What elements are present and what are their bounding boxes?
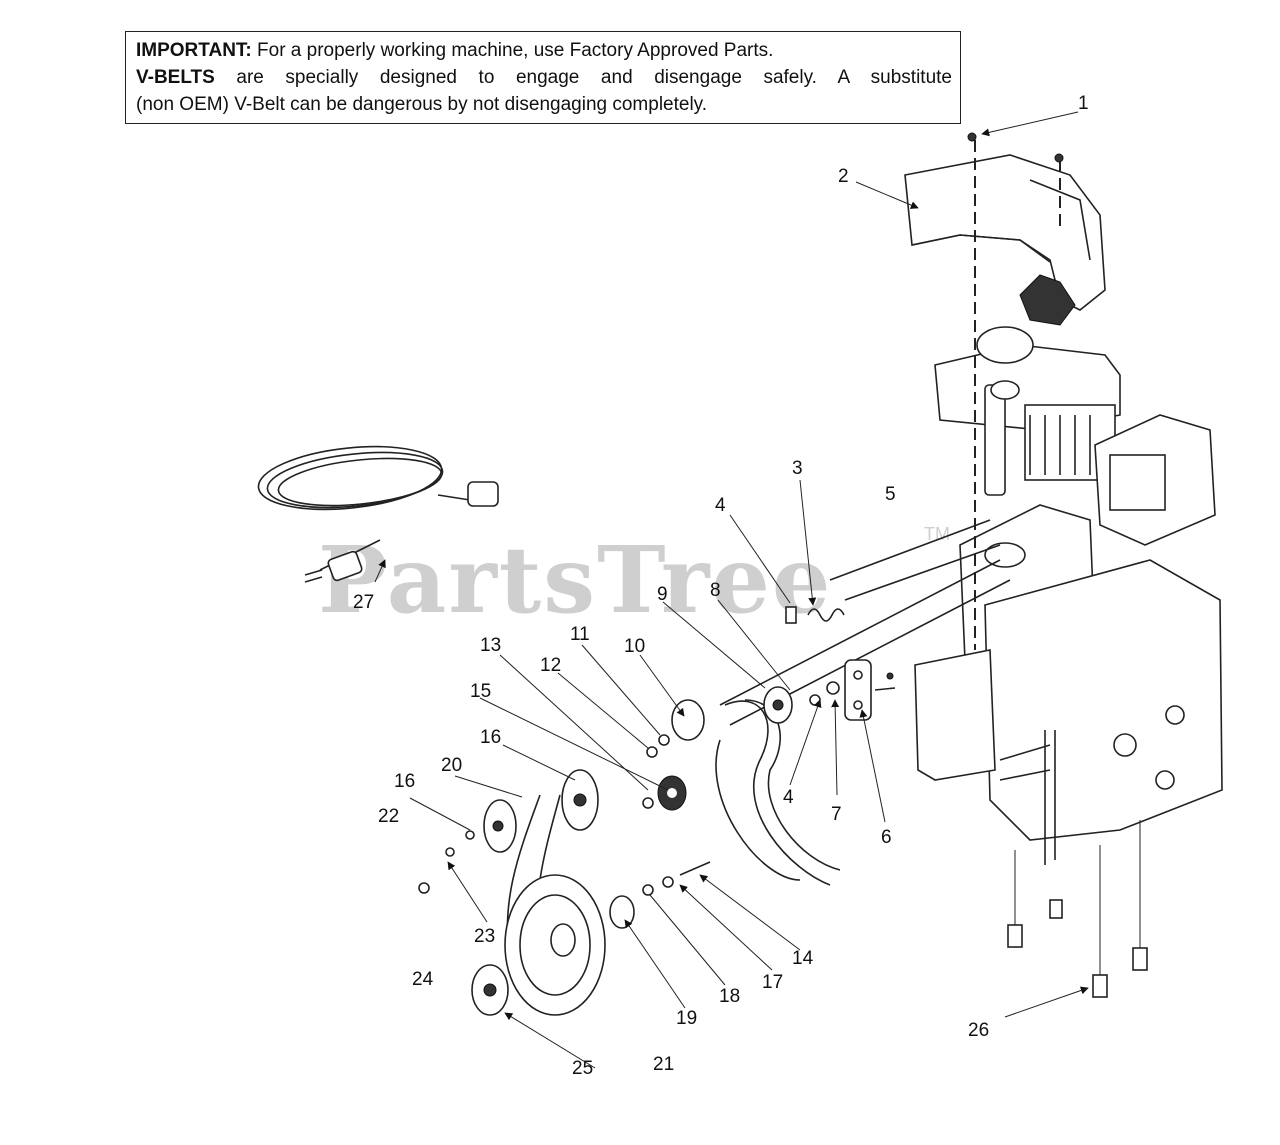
callout-6: 6 [881,827,892,848]
engine-frame-assembly [904,154,1223,865]
callout-12: 12 [540,655,561,676]
electric-starter-cord [257,445,499,583]
callout-18: 18 [719,986,740,1007]
callout-1: 1 [1078,93,1089,114]
watermark-trademark: TM [924,524,950,544]
important-text: For a properly working machine, use Fact… [251,40,774,61]
callout-leaders [374,111,1089,1069]
callout-19: 19 [676,1008,697,1029]
important-notice-box: IMPORTANT: For a properly working machin… [125,31,961,124]
hardware-fasteners [785,132,1148,998]
callout-21: 21 [653,1054,674,1075]
pulley-belt-group [418,686,841,1016]
alignment-line-bolts [1014,820,1141,975]
callout-numbers: 1 2 3 4 5 8 9 10 11 12 13 15 16 20 16 22… [353,93,1089,1079]
vbelts-text: are specially designed to engage and dis… [214,67,952,88]
callout-23: 23 [474,926,495,947]
callout-2: 2 [838,166,849,187]
callout-16-upper: 16 [480,727,501,748]
callout-3: 3 [792,458,803,479]
callout-7: 7 [831,804,842,825]
callout-8: 8 [710,580,721,601]
callout-10: 10 [624,636,645,657]
callout-22: 22 [378,806,399,827]
callout-26: 26 [968,1020,989,1041]
callout-17: 17 [762,972,783,993]
callout-16-lower: 16 [394,771,415,792]
important-label: IMPORTANT: [136,40,252,61]
notice-line-2: V-BELTS are specially designed to engage… [136,64,952,91]
callout-25: 25 [572,1058,593,1079]
notice-line-3: (non OEM) V-Belt can be dangerous by not… [136,94,708,115]
callout-13: 13 [480,635,501,656]
callout-11: 11 [570,624,590,645]
notice-line-1: IMPORTANT: For a properly working machin… [136,37,952,64]
callout-27: 27 [353,592,374,613]
watermark-partstree: PartsTree [318,526,832,634]
callout-9: 9 [657,584,668,605]
callout-15: 15 [470,681,491,702]
callout-24: 24 [412,969,434,990]
vbelts-label: V-BELTS [136,67,215,88]
callout-14: 14 [792,948,814,969]
callout-5: 5 [885,484,896,505]
callout-4-upper: 4 [715,495,726,516]
callout-20: 20 [441,755,462,776]
callout-4-lower: 4 [783,787,794,808]
